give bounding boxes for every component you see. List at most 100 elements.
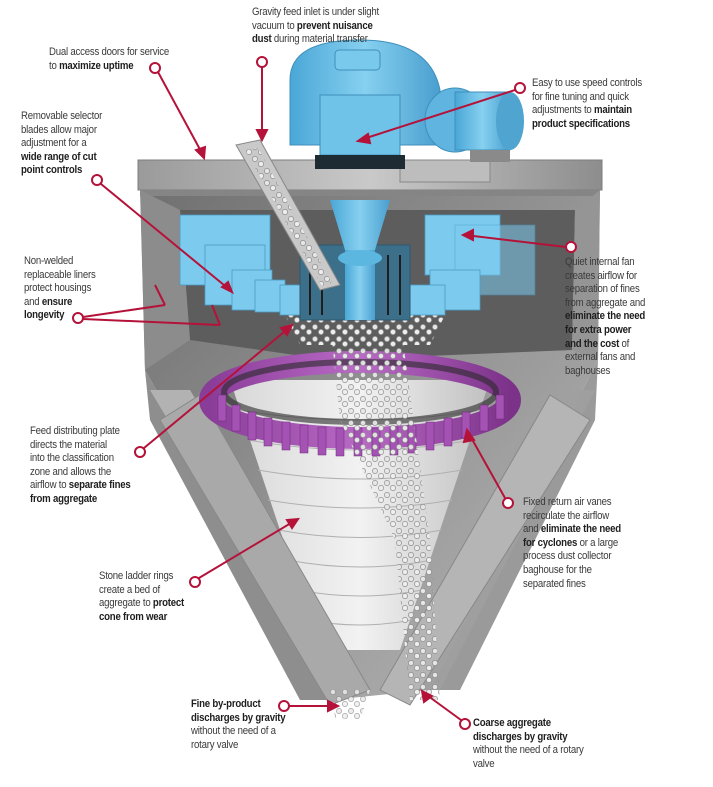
callout-emphasis: cone from wear bbox=[99, 610, 168, 623]
callout-text: Dual access doors for service bbox=[49, 46, 169, 58]
leader-fine-byproduct bbox=[278, 699, 341, 713]
callout-dual-access: Dual access doors for service to maximize… bbox=[49, 46, 169, 73]
callout-line: protect housings bbox=[24, 282, 96, 296]
callout-emphasis: longevity bbox=[24, 309, 65, 322]
leader-gravity-feed bbox=[255, 56, 269, 143]
callout-leaders bbox=[72, 56, 577, 730]
callout-line: from aggregate bbox=[30, 493, 131, 507]
callout-line: baghouses bbox=[565, 365, 645, 379]
callout-text: rotary valve bbox=[191, 738, 239, 751]
callout-text: separated fines bbox=[523, 577, 586, 590]
callout-line: rotary valve bbox=[191, 739, 285, 753]
callout-text: Stone ladder rings bbox=[99, 570, 174, 582]
callout-line: without the need of a rotary bbox=[473, 744, 584, 758]
callout-line: valve bbox=[473, 758, 584, 772]
callout-line: external fans and bbox=[565, 351, 645, 365]
callout-text: baghouse for the bbox=[523, 563, 592, 576]
callout-text: recirculate the airflow bbox=[523, 509, 609, 522]
callout-text: from aggregate and bbox=[565, 296, 646, 309]
leader-speed-controls bbox=[355, 82, 526, 145]
callout-line: airflow to separate fines bbox=[30, 479, 131, 493]
callout-line: adjustment for a bbox=[21, 137, 102, 151]
callout-line: directs the material bbox=[30, 439, 131, 453]
callout-text: without the need of a bbox=[191, 725, 276, 738]
callout-line: Quiet internal fan bbox=[565, 256, 645, 270]
callout-line: aggregate to protect bbox=[99, 597, 184, 611]
callout-line: adjustments to maintain bbox=[532, 104, 642, 118]
callout-line: for fine tuning and quick bbox=[532, 91, 642, 105]
callout-emphasis: dust bbox=[252, 33, 272, 46]
callout-line: discharges by gravity bbox=[473, 731, 584, 745]
callout-emphasis: from aggregate bbox=[30, 492, 98, 505]
callout-emphasis: Fine by-product bbox=[191, 698, 261, 710]
callout-text: protect housings bbox=[24, 282, 92, 295]
callout-line: dust during material transfer bbox=[252, 33, 379, 47]
callout-line: create a bed of bbox=[99, 584, 184, 598]
callout-line: baghouse for the bbox=[523, 564, 621, 578]
callout-text: and bbox=[24, 295, 42, 308]
callout-text: to bbox=[49, 59, 60, 72]
callout-emphasis: discharges by gravity bbox=[473, 730, 568, 743]
callout-text: Feed distributing plate bbox=[30, 425, 120, 437]
callout-text: into the classification bbox=[30, 452, 114, 465]
callout-line: Stone ladder rings bbox=[99, 570, 184, 584]
callout-feed-plate: Feed distributing plate directs the mater… bbox=[30, 425, 131, 507]
callout-line: Gravity feed inlet is under slight bbox=[252, 6, 379, 20]
callout-emphasis: Coarse aggregate bbox=[473, 717, 551, 729]
callout-line: to maximize uptime bbox=[49, 60, 169, 74]
callout-line: longevity bbox=[24, 309, 96, 323]
callout-text: replaceable liners bbox=[24, 268, 96, 281]
callout-line: creates airflow for bbox=[565, 270, 645, 284]
callout-text: for fine tuning and quick bbox=[532, 90, 629, 103]
callout-text: and bbox=[523, 523, 541, 536]
callout-emphasis: and the cost bbox=[565, 337, 620, 350]
callout-text: separation of fines bbox=[565, 283, 640, 296]
callout-text: Removable selector bbox=[21, 110, 103, 122]
callout-text: external fans and bbox=[565, 351, 636, 364]
callout-line: without the need of a bbox=[191, 725, 285, 739]
callout-text: adjustments to bbox=[532, 104, 595, 117]
callout-line: vacuum to prevent nuisance bbox=[252, 20, 379, 34]
callout-emphasis: discharges by gravity bbox=[191, 711, 286, 724]
callout-text: Gravity feed inlet is under slight bbox=[252, 6, 379, 18]
discharge-chutes bbox=[159, 394, 591, 706]
callout-line: for extra power bbox=[565, 324, 645, 338]
callout-text: without the need of a rotary bbox=[473, 744, 584, 757]
callout-line: for cyclones or a large bbox=[523, 537, 621, 551]
callout-emphasis: eliminate the need bbox=[565, 310, 646, 323]
callout-emphasis: wide range of cut bbox=[21, 150, 97, 163]
callout-line: separation of fines bbox=[565, 283, 645, 297]
callout-line: process dust collector bbox=[523, 550, 621, 564]
callout-line: blades allow major bbox=[21, 124, 102, 138]
callout-text: or a large bbox=[577, 536, 619, 549]
callout-line: into the classification bbox=[30, 452, 131, 466]
callout-gravity-feed: Gravity feed inlet is under slight vacuum… bbox=[252, 6, 379, 47]
callout-line: cone from wear bbox=[99, 611, 184, 625]
callout-emphasis: for extra power bbox=[565, 323, 632, 336]
callout-line: eliminate the need bbox=[565, 310, 645, 324]
callout-text: blades allow major bbox=[21, 123, 97, 136]
callout-line: and the cost of bbox=[565, 338, 645, 352]
callout-emphasis: prevent nuisance bbox=[296, 19, 373, 32]
callout-line: recirculate the airflow bbox=[523, 510, 621, 524]
callout-line: Coarse aggregate bbox=[473, 717, 584, 731]
callout-line: and ensure bbox=[24, 296, 96, 310]
callout-text: Fixed return air vanes bbox=[523, 496, 612, 508]
rotor-assembly bbox=[179, 39, 536, 321]
callout-text: Quiet internal fan bbox=[565, 256, 635, 268]
callout-emphasis: eliminate the need bbox=[540, 523, 621, 536]
callout-text: creates airflow for bbox=[565, 269, 637, 282]
callout-emphasis: ensure bbox=[41, 295, 73, 308]
callout-emphasis: point controls bbox=[21, 164, 83, 177]
callout-line: discharges by gravity bbox=[191, 711, 286, 726]
callout-text: create a bed of bbox=[99, 583, 160, 596]
leader-selector-blades bbox=[91, 174, 234, 295]
callout-text: zone and allows the bbox=[30, 465, 111, 478]
callout-line: zone and allows the bbox=[30, 466, 131, 480]
